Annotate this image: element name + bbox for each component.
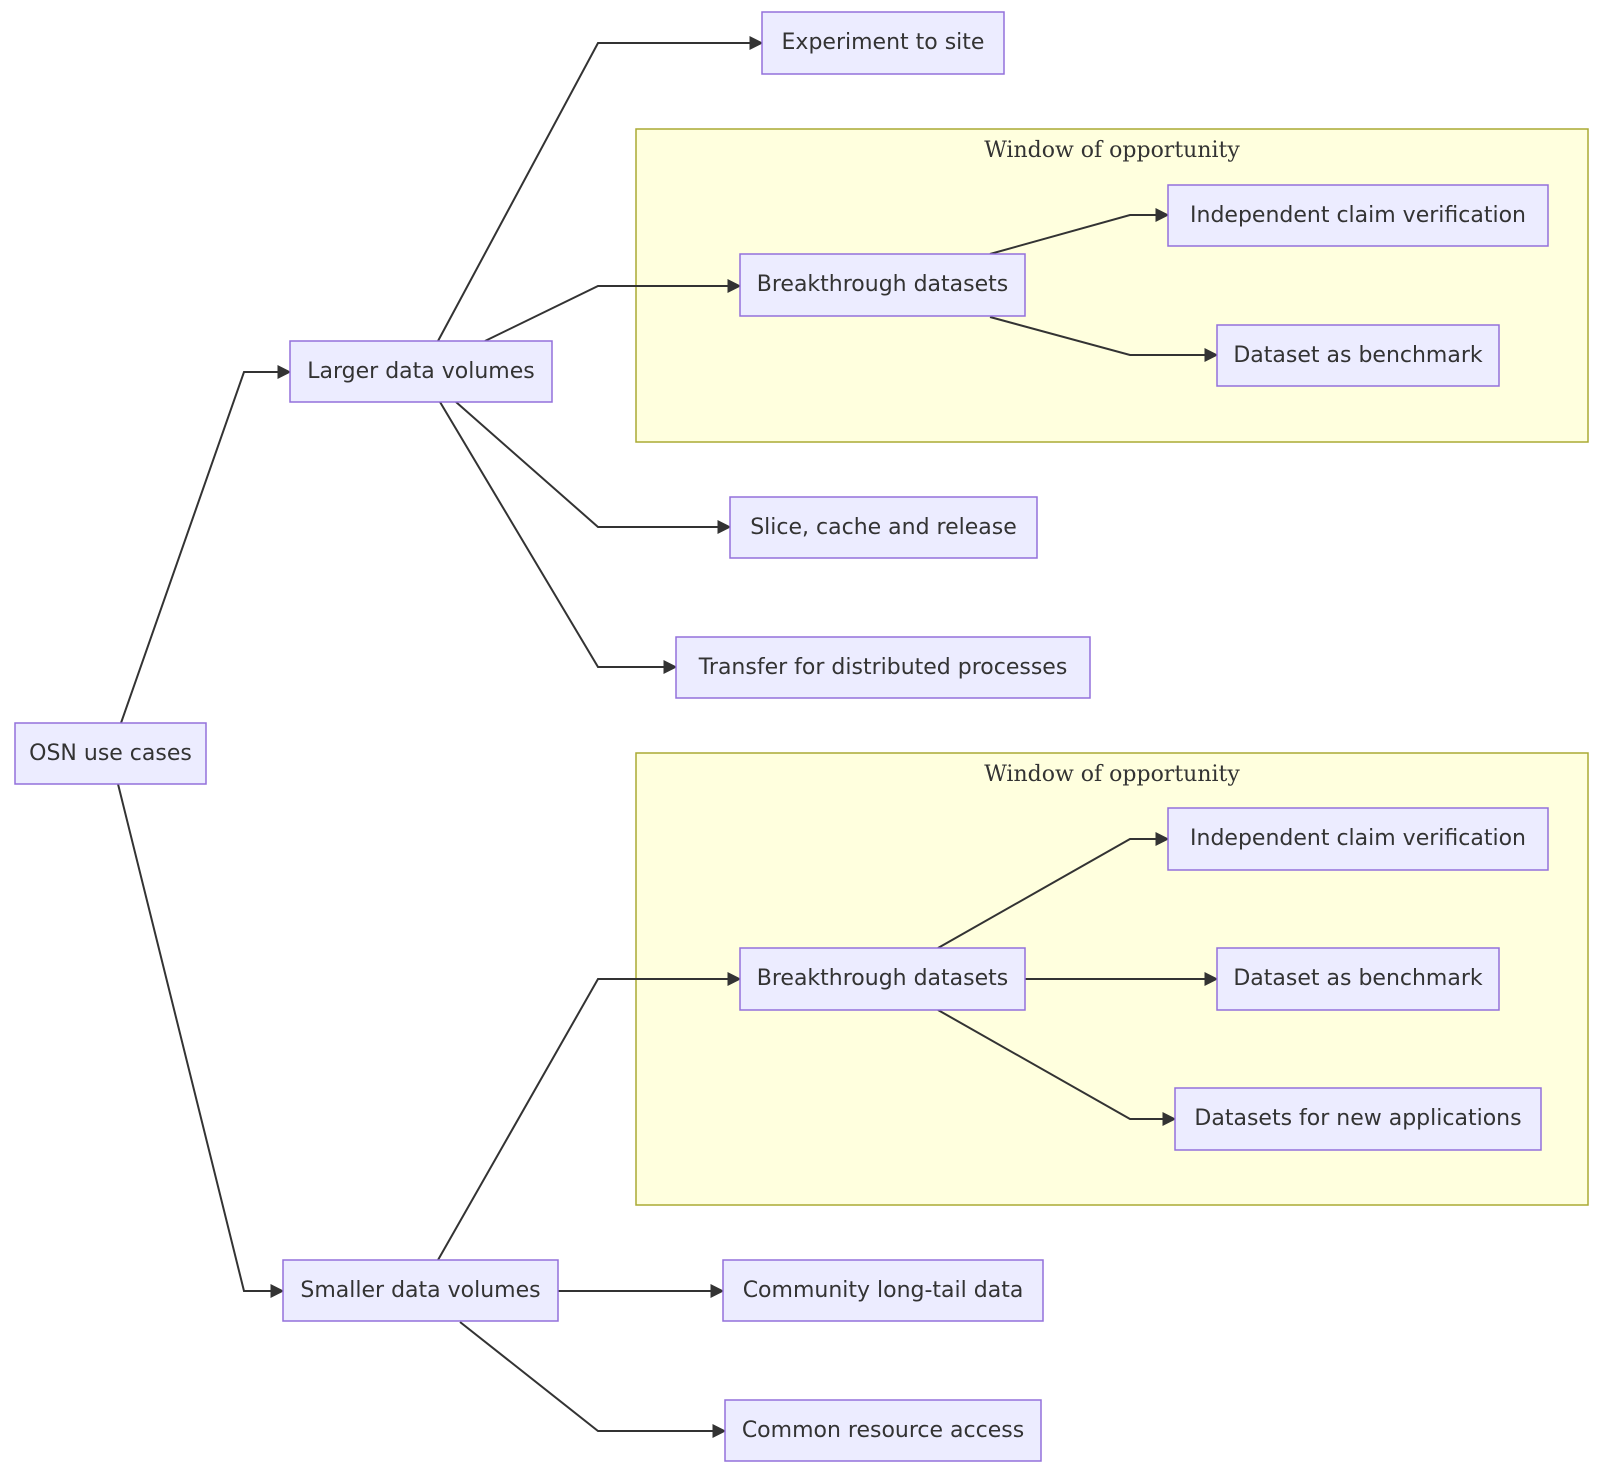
- node-breakthrough-datasets-lower-label: Breakthrough datasets: [757, 966, 1009, 991]
- node-community-long-tail: Community long-tail data: [722, 1259, 1044, 1322]
- node-smaller-data-volumes-label: Smaller data volumes: [300, 1278, 540, 1303]
- node-independent-claim-verification-lower-label: Independent claim verification: [1190, 826, 1526, 851]
- edge-breakthrough-lower-to-new-applications: [937, 1009, 1177, 1126]
- edge-osn-to-smaller: [117, 783, 285, 1298]
- edge-larger-to-transfer: [439, 401, 678, 674]
- node-dataset-as-benchmark-lower-label: Dataset as benchmark: [1233, 966, 1483, 991]
- node-common-resource-access-label: Common resource access: [742, 1418, 1024, 1443]
- node-dataset-as-benchmark-upper-label: Dataset as benchmark: [1233, 343, 1483, 368]
- node-datasets-new-applications: Datasets for new applications: [1174, 1087, 1542, 1151]
- window-of-opportunity-lower-label: Window of opportunity: [984, 762, 1240, 787]
- edge-breakthrough-upper-to-benchmark: [989, 316, 1219, 362]
- window-of-opportunity-upper-label: Window of opportunity: [984, 138, 1240, 163]
- edge-larger-to-breakthrough-upper: [484, 279, 742, 342]
- edge-smaller-to-breakthrough-lower: [437, 972, 742, 1261]
- node-slice-cache-release-label: Slice, cache and release: [750, 515, 1017, 540]
- node-smaller-data-volumes: Smaller data volumes: [282, 1259, 559, 1322]
- node-breakthrough-datasets-upper: Breakthrough datasets: [739, 253, 1026, 317]
- node-independent-claim-verification-upper: Independent claim verification: [1167, 184, 1549, 247]
- edge-larger-to-slice: [455, 401, 732, 534]
- node-dataset-as-benchmark-upper: Dataset as benchmark: [1216, 324, 1500, 387]
- node-osn-use-cases-label: OSN use cases: [29, 741, 192, 766]
- edge-osn-to-larger: [120, 365, 292, 724]
- node-breakthrough-datasets-upper-label: Breakthrough datasets: [757, 272, 1009, 297]
- node-experiment-to-site-label: Experiment to site: [782, 30, 985, 55]
- node-common-resource-access: Common resource access: [724, 1399, 1042, 1462]
- node-larger-data-volumes: Larger data volumes: [289, 340, 553, 403]
- node-independent-claim-verification-lower: Independent claim verification: [1167, 807, 1549, 871]
- node-slice-cache-release: Slice, cache and release: [729, 496, 1038, 559]
- node-transfer-distributed-label: Transfer for distributed processes: [698, 655, 1068, 680]
- edge-larger-to-experiment: [437, 36, 764, 342]
- node-osn-use-cases: OSN use cases: [14, 722, 207, 785]
- node-transfer-distributed: Transfer for distributed processes: [675, 636, 1091, 699]
- node-experiment-to-site: Experiment to site: [761, 11, 1005, 75]
- node-datasets-new-applications-label: Datasets for new applications: [1194, 1106, 1521, 1131]
- node-breakthrough-datasets-lower: Breakthrough datasets: [739, 947, 1026, 1011]
- node-independent-claim-verification-upper-label: Independent claim verification: [1190, 203, 1526, 228]
- node-dataset-as-benchmark-lower: Dataset as benchmark: [1216, 947, 1500, 1011]
- node-community-long-tail-label: Community long-tail data: [743, 1278, 1024, 1303]
- edge-smaller-to-common: [459, 1321, 727, 1438]
- node-larger-data-volumes-label: Larger data volumes: [307, 359, 534, 384]
- edge-breakthrough-lower-to-verification: [937, 832, 1170, 949]
- edge-breakthrough-upper-to-verification: [989, 208, 1170, 255]
- edges: [117, 36, 1219, 1438]
